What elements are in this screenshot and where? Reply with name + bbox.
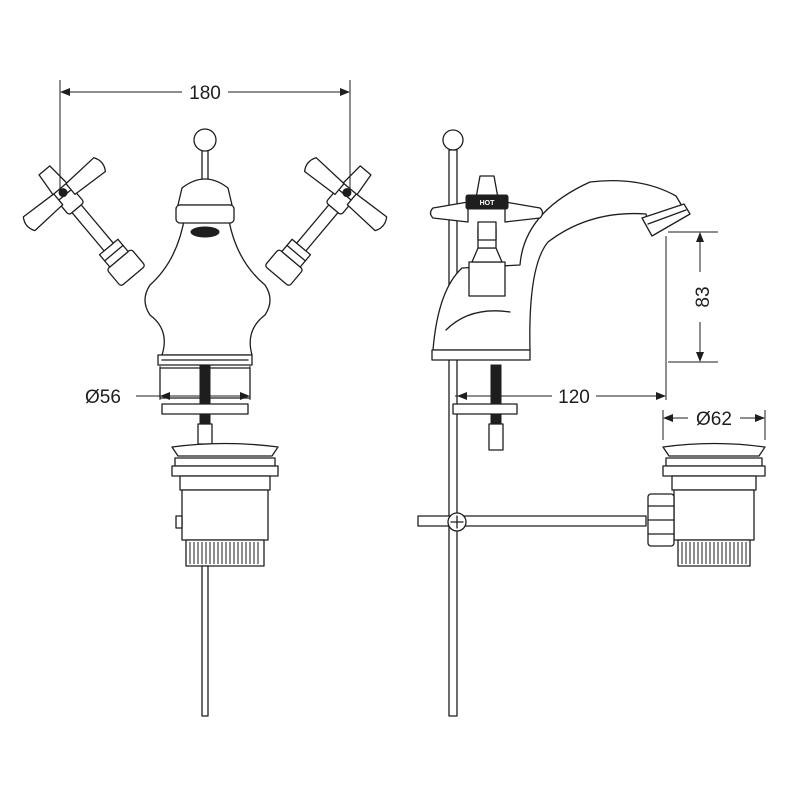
- spout-projection-label: 120: [558, 387, 590, 408]
- dimension-diameter-62: Ø62: [662, 409, 766, 440]
- side-tap-body: [431, 179, 691, 361]
- side-lift-rod: [417, 129, 647, 717]
- front-waste-thread: [189, 542, 259, 564]
- side-fixing-kit: [452, 364, 518, 451]
- dimension-180: 180: [59, 80, 351, 195]
- hot-label: HOT: [480, 200, 496, 207]
- front-left-handle: [22, 157, 145, 286]
- dimension-diameter-56: Ø56: [85, 366, 251, 408]
- spout-height-label: 83: [693, 286, 714, 307]
- dimension-120: 120: [455, 236, 667, 408]
- side-cross-handle: HOT: [429, 175, 544, 297]
- front-lift-rod: [193, 128, 217, 181]
- front-fixing-kit: [159, 364, 251, 445]
- base-diameter-label: Ø56: [85, 387, 121, 408]
- side-view: HOT: [417, 129, 766, 717]
- side-basin-waste: [647, 442, 766, 567]
- dimension-83: 83: [668, 231, 718, 363]
- side-waste-thread: [681, 542, 747, 564]
- front-basin-waste: [171, 442, 279, 717]
- overall-width-label: 180: [189, 83, 221, 104]
- front-view: [22, 128, 388, 717]
- front-right-handle: [265, 157, 388, 286]
- waste-diameter-label: Ø62: [696, 409, 732, 430]
- front-tap-body: [144, 178, 271, 366]
